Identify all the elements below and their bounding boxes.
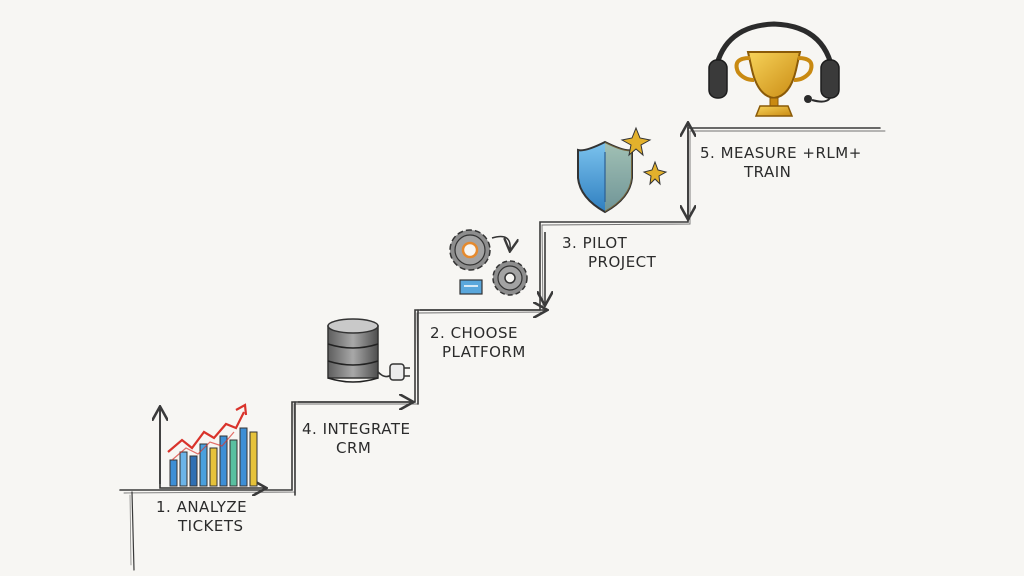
- step-2-label: 4. INTEGRATE CRM: [302, 420, 411, 457]
- trophy-headset-icon: [708, 21, 840, 117]
- step-5-label: 5. MEASURE +RLM+ TRAIN: [700, 144, 862, 181]
- step-1-label: 1. ANALYZE TICKETS: [156, 498, 248, 535]
- step-4-label: 3. PILOT PROJECT: [562, 234, 657, 271]
- shield-icon: [577, 126, 668, 214]
- gears-icon: [449, 229, 528, 296]
- database-icon: [327, 318, 410, 383]
- bar-chart-icon: [160, 403, 265, 488]
- step-arrows: [298, 124, 688, 402]
- step-3-label: 2. CHOOSE PLATFORM: [430, 324, 526, 361]
